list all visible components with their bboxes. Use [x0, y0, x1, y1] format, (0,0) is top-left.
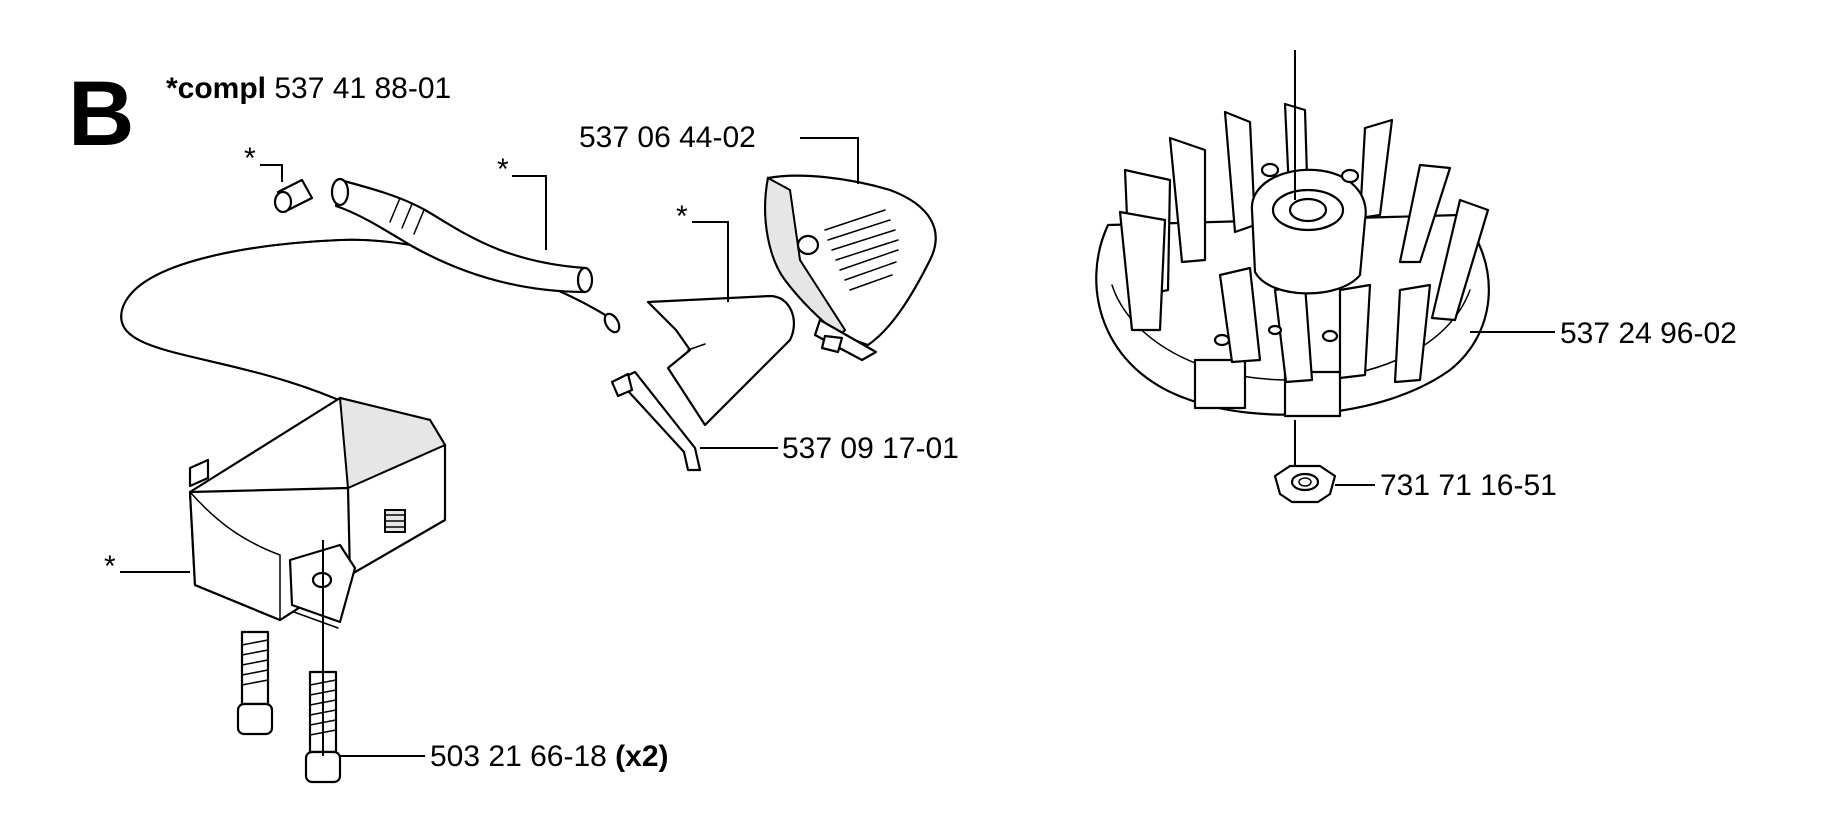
- label-screw: 503 21 66-18 (x2): [430, 740, 669, 773]
- label-flywheel: 537 24 96-02: [1560, 317, 1737, 350]
- leader-lines: [120, 50, 1555, 757]
- label-bracket: 537 09 17-01: [782, 432, 959, 465]
- sleeve-drawing: [273, 178, 314, 214]
- flywheel-drawing: [1095, 102, 1490, 418]
- asterisk-module: *: [104, 550, 116, 583]
- asterisk-tube: *: [497, 153, 509, 186]
- screw-quantity: (x2): [615, 740, 668, 773]
- section-letter: B: [68, 63, 134, 165]
- kit-number: 537 41 88-01: [274, 72, 451, 105]
- screw-number: 503 21 66-18: [430, 740, 607, 773]
- nut-drawing: [1273, 464, 1337, 504]
- cover-slots: [824, 209, 899, 291]
- shield-plate-drawing: [646, 294, 795, 427]
- asterisk-shield: *: [676, 200, 688, 233]
- screw-left-drawing: [236, 630, 274, 736]
- kit-label: *compl 537 41 88-01: [166, 72, 451, 105]
- bracket-drawing: [610, 370, 702, 472]
- label-cover: 537 06 44-02: [579, 121, 756, 154]
- label-nut: 731 71 16-51: [1380, 469, 1557, 502]
- asterisk-sleeve: *: [244, 142, 256, 175]
- ignition-module-drawing: [120, 177, 621, 784]
- kit-prefix: *compl: [166, 72, 266, 105]
- cover-drawing: [764, 174, 937, 362]
- tube-drawing: [330, 177, 594, 294]
